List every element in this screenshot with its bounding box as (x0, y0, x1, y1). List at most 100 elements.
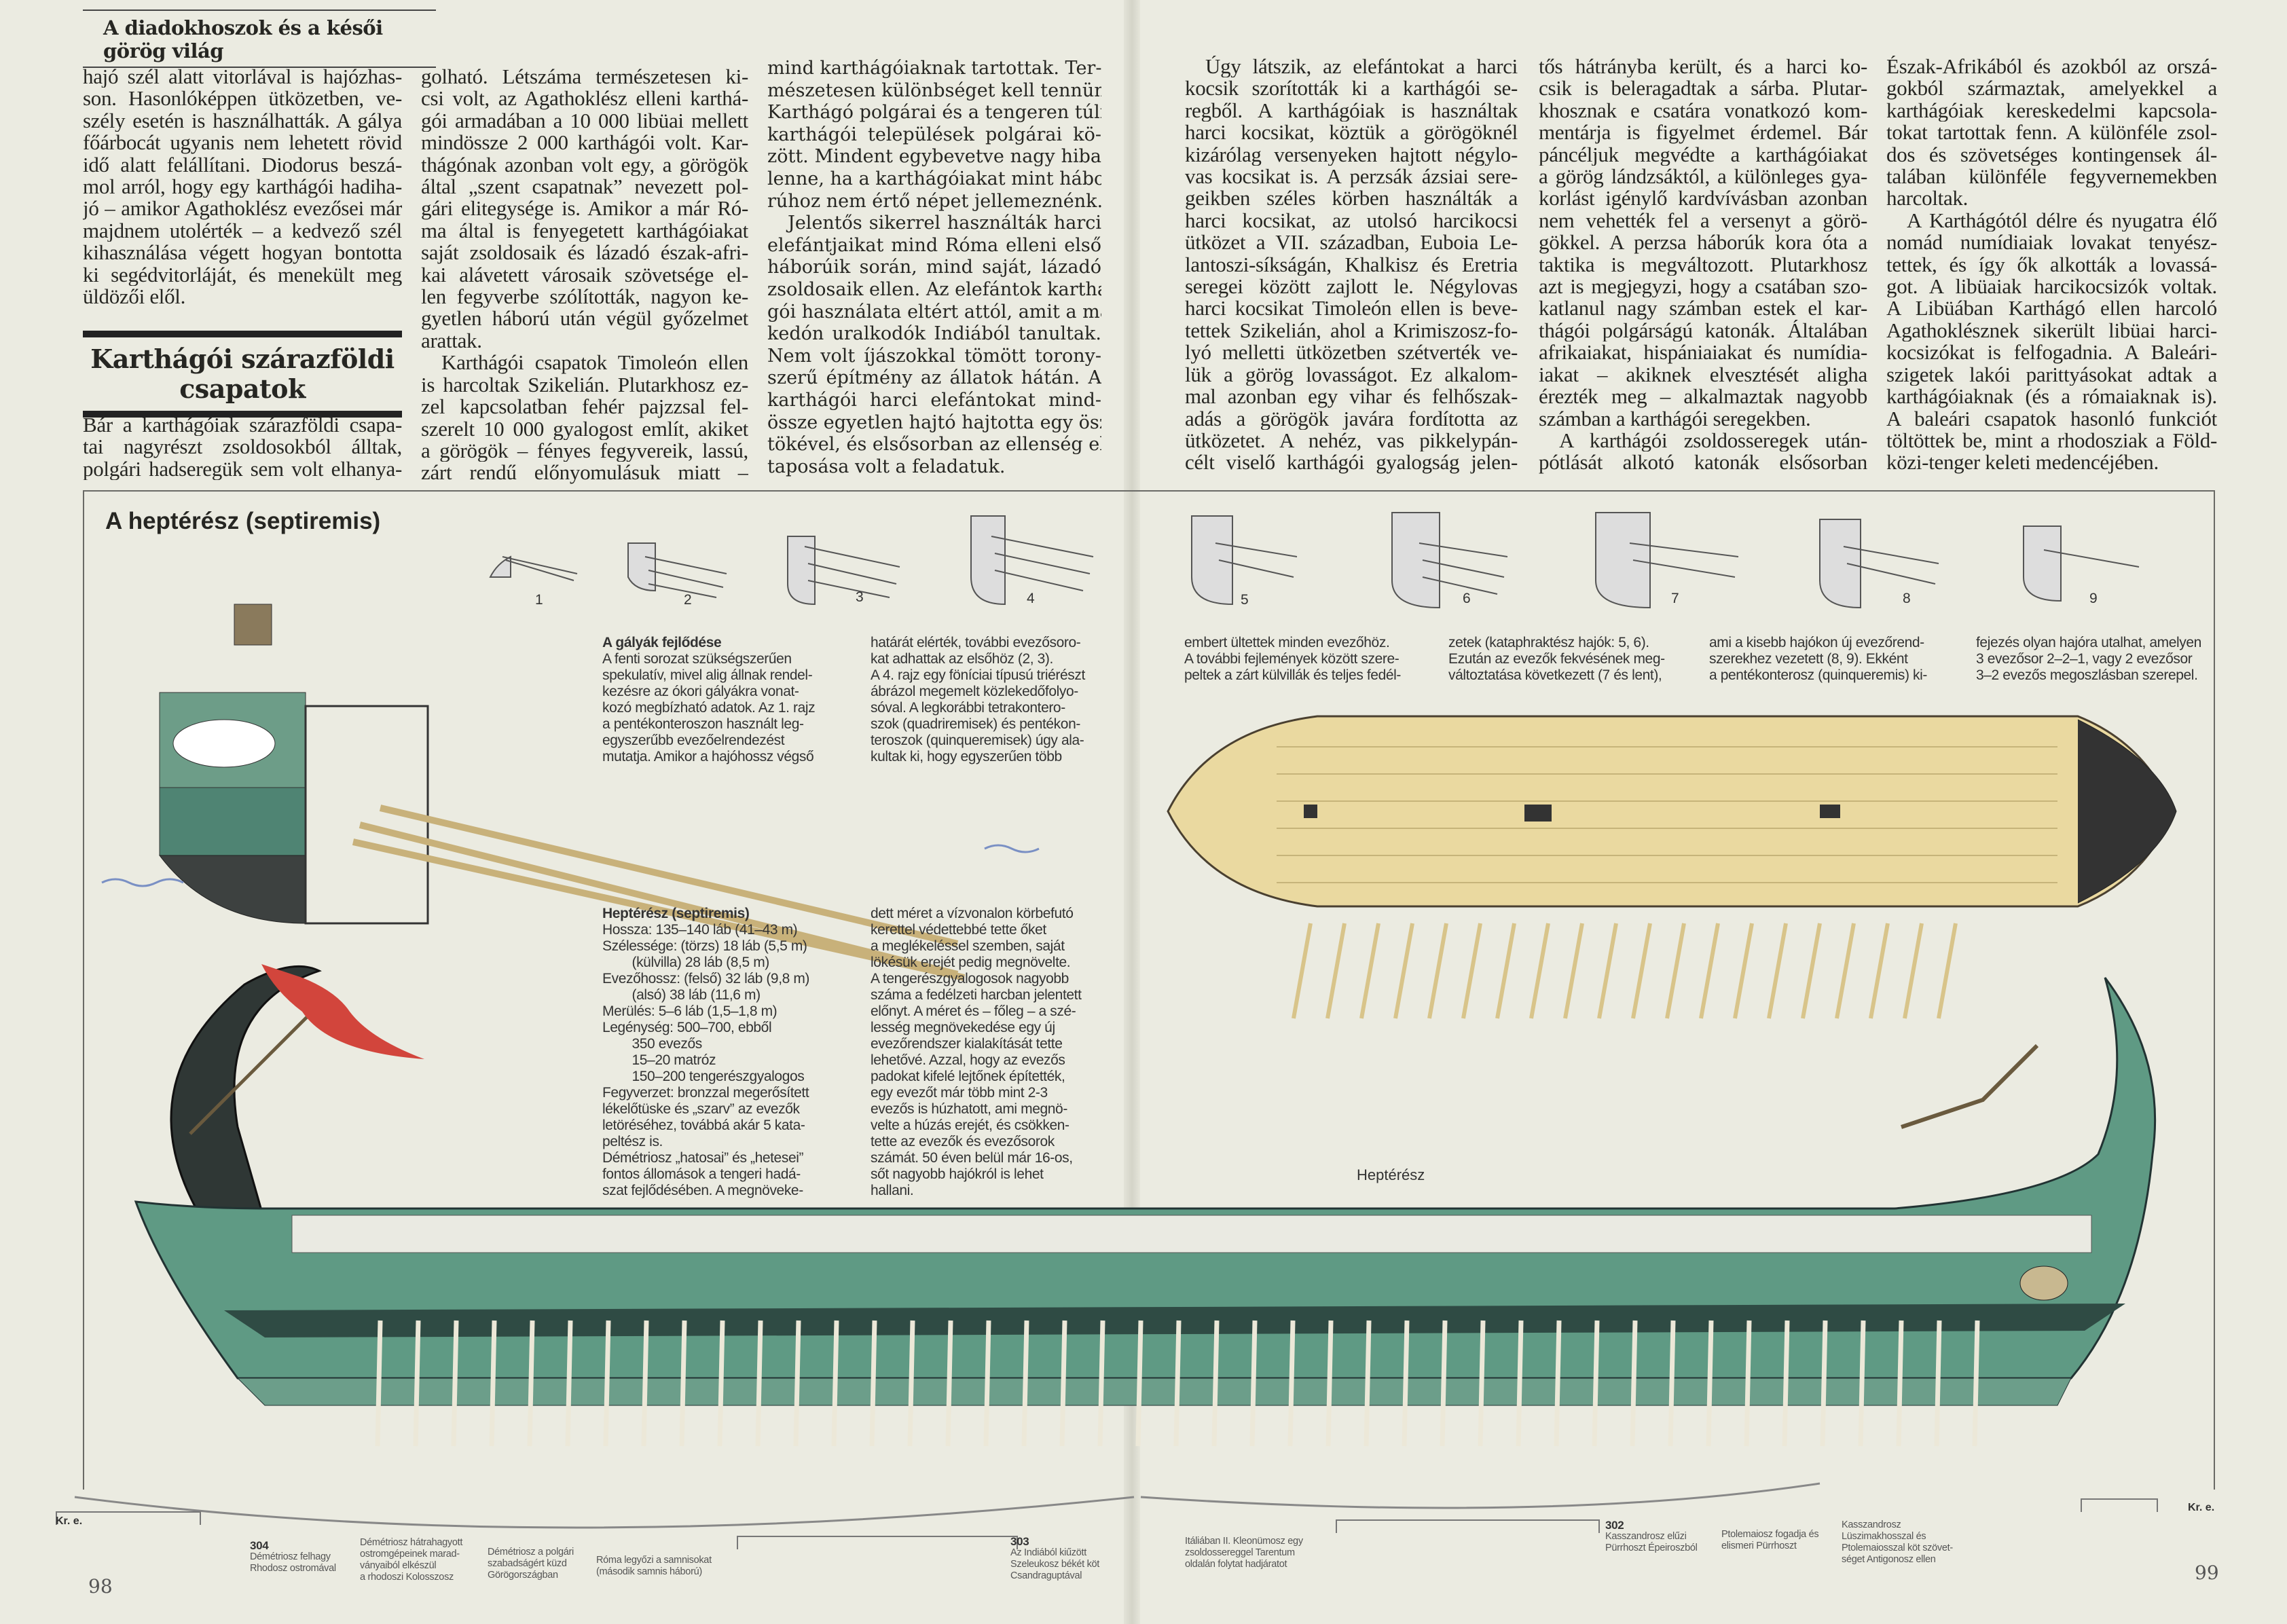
caption-line: evezőrendszer kialakítását tette (871, 1036, 1063, 1052)
text-line: polgári hadseregük sem volt elhanya- (83, 458, 402, 481)
caption-line: 3–2 evezős megoszlásban szerepel. (1976, 667, 2198, 683)
timeline-text: Görögországban (488, 1570, 558, 1581)
text-line: karthágóiak kereskedelmi kapcsola- (1886, 99, 2217, 122)
oar (1440, 1320, 1448, 1447)
text-line: kai alávetett városaik szövetsége el- (421, 263, 748, 287)
stage-number: 1 (535, 592, 543, 608)
text-line: zel kapcsolatban fehér pajzzsal fel- (421, 396, 748, 418)
divider (83, 10, 436, 11)
oar (375, 1320, 383, 1447)
oar (1858, 1320, 1866, 1447)
caption-line: lesség megnövekedése egy új (871, 1020, 1055, 1035)
timeline-text: Démétriosz hátrahagyott (360, 1537, 463, 1548)
caption-line: (külvilla) 28 láb (8,5 m) (602, 955, 769, 970)
text-column-right-2: tős hátrányba került, és a harci ko-csik… (1539, 56, 1867, 474)
oar (1630, 1320, 1638, 1447)
page-number-right: 99 (2195, 1562, 2219, 1584)
text-line: gyetlen háború után végül győzelmet (421, 308, 748, 330)
caption-line: Legénység: 500–700, ebből (602, 1020, 772, 1035)
oar (1934, 1320, 1942, 1447)
section-heading: Karthágói szárazföldi csapatok (83, 331, 402, 418)
caption-line: előnyt. A méret és – főleg – a szé- (871, 1003, 1076, 1019)
caption-line: spekulatív, mivel alig állnak rendel- (602, 667, 813, 683)
timeline-text: oldalán folytat hadjáratot (1185, 1559, 1287, 1570)
section-frame (304, 705, 429, 925)
caption-line: peltész is. (602, 1134, 663, 1149)
caption-line: letöréséhez, továbbá akár 5 kata- (602, 1118, 805, 1133)
era-label: Kr. e. (2188, 1502, 2215, 1513)
text-line: ütközetet. A nehéz, vas pikkelypán- (1185, 429, 1518, 452)
text-line: majdnem utolérték – a kedvező szél (83, 219, 402, 242)
era-label: Kr. e. (56, 1515, 83, 1527)
oar (1364, 1320, 1372, 1447)
text-line: mind karthágóiaknak tartottak. Ter- (767, 58, 1101, 79)
divider (83, 67, 436, 68)
text-line: Jelentős sikerrel használták harci (788, 213, 1101, 234)
timeline-text: Démétriosz felhagy (250, 1551, 331, 1562)
oar (451, 1320, 459, 1447)
text-line: mindössze 2 000 karthágói volt. Kar- (421, 132, 748, 154)
text-line: tős hátrányba került, és a harci ko- (1539, 56, 1867, 78)
timeline-text: Szeleukosz békét köt (1010, 1559, 1100, 1570)
stage-number: 8 (1903, 591, 1911, 606)
caption-line: A további fejlemények között szere- (1184, 651, 1399, 667)
oar (793, 1320, 801, 1447)
caption-line: szok (quadriremisek) és pentékon- (871, 716, 1080, 732)
caption-line: A tengerészgyalogosok nagyobb (871, 971, 1069, 986)
text-line: szély esetén is használhatták. A gálya (83, 109, 402, 132)
timeline-text: Az Indiából kiűzött (1010, 1547, 1086, 1558)
caption-line: lékelőtüske és „szarv” az evezők (602, 1101, 800, 1117)
stage-4-drawing (970, 515, 1094, 606)
caption-line: mutatja. Amikor a hajóhossz végső (602, 749, 814, 764)
page-number-left: 98 (88, 1575, 113, 1598)
evolution-caption-3: embert ültettek minden evezőhöz.A tovább… (1184, 635, 1401, 684)
text-line: szigetek lakói parittyásokat adtak a (1886, 363, 2217, 386)
caption-line: A fenti sorozat szükségszerűen (602, 651, 792, 667)
text-line: zsoldosaik ellen. Az elefántok karthá- (767, 278, 1101, 300)
oar (1097, 1320, 1105, 1447)
text-line: tai nagyrészt zsoldosokból álltak, (83, 436, 402, 458)
text-line: szerelt 10 000 gyalogost említ, akiket (421, 418, 748, 440)
oar (1402, 1320, 1410, 1447)
text-line: Észak-Afrikából és azokból az orszá- (1886, 56, 2217, 78)
caption-line: 3 evezősor 2–2–1, vagy 2 evezősor (1976, 651, 2193, 667)
ship-label: Heptérész (1357, 1166, 1425, 1183)
evolution-caption-4: zetek (kataphraktész hajók: 5, 6).Ezután… (1448, 635, 1665, 684)
text-line: nem vehették fel a versenyt a görö- (1539, 209, 1867, 232)
text-line: gói használata eltért attól, amit a ma- (767, 301, 1101, 322)
timeline-curve (74, 1496, 1135, 1529)
timeline-text: a rhodoszi Kolosszosz (360, 1572, 454, 1583)
text-line: harcoltak. (1886, 187, 1969, 210)
timeline-text: Itáliában II. Kleonümosz egy (1185, 1536, 1303, 1547)
caption-line: Démétriosz „hatosai” és „hetesei” (602, 1150, 804, 1166)
caption-line: kerettel védettebbé tette őket (871, 922, 1046, 938)
text-line: csi volt, az Agathoklész elleni karthá- (421, 88, 748, 110)
text-line: A baleári csapatok hasonló funkciót (1886, 407, 2217, 430)
stage-3-drawing (787, 536, 900, 606)
text-line: A Libüában Karthágó ellen harcoló (1886, 297, 2217, 320)
caption-line: 15–20 matróz (602, 1052, 716, 1068)
text-line: főárbocát ugyanis nem lehetett rövid (83, 132, 402, 154)
timeline-year: 304 (250, 1539, 269, 1552)
caption-line: egy evezőt már több mint 2-3 (871, 1085, 1048, 1101)
text-line: rúhoz nem értő népet jellemeznénk. (767, 190, 1101, 212)
text-line: össze egyetlen hajtó hajtotta egy ösz- (767, 411, 1101, 433)
running-head: A diadokhoszok és a késői görög világ (83, 10, 436, 68)
text-line: a görögök – fényes fegyvereik, lassú, (421, 439, 748, 462)
text-line: taposása volt a feladatuk. (767, 456, 1006, 477)
oar (983, 1320, 991, 1447)
caption-line: Evezőhossz: (felső) 32 láb (9,8 m) (602, 971, 810, 986)
text-line: ki segédvitorláját, és menekült meg (83, 263, 402, 287)
text-line: mol arról, hogy egy karthágói hadiha- (83, 176, 402, 198)
caption-line: tette az evezők és evezősorok (871, 1134, 1055, 1149)
text-line: khosznak e csatára vonatkozó kom- (1539, 99, 1867, 122)
timeline-entry: Róma legyőzi a samnisokat(második samnis… (596, 1555, 712, 1578)
timeline-text: séget Antigonosz ellen (1842, 1554, 1936, 1565)
text-line: korlást igénylő kardvívásban azonban (1539, 187, 1867, 210)
